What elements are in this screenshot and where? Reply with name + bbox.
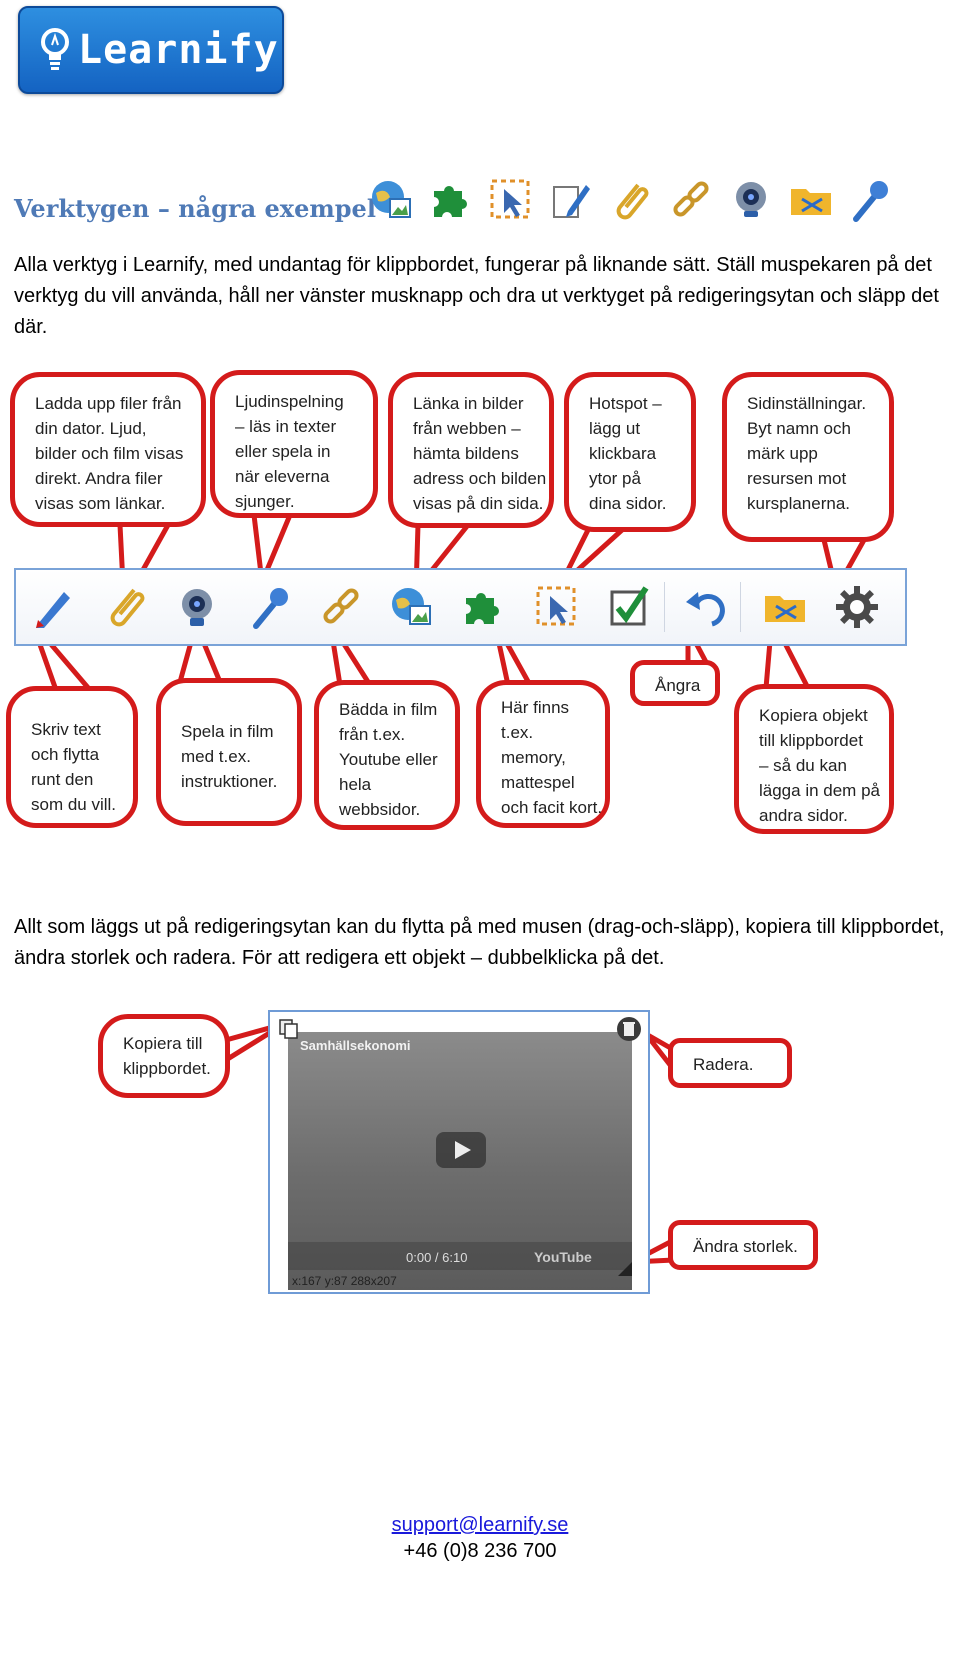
copy-to-clipboard-icon[interactable] [278, 1018, 300, 1040]
play-button[interactable] [436, 1132, 486, 1168]
trash-icon[interactable] [616, 1016, 642, 1042]
toolbar-divider [664, 582, 665, 632]
page-heading: Verktygen – några exempel [14, 194, 376, 223]
object-coordinates: x:167 y:87 288x207 [292, 1274, 397, 1288]
callout-upload: Ladda upp filer från din dator. Ljud, bi… [10, 372, 206, 527]
callout-write-text: Skriv text och flytta runt den som du vi… [6, 686, 138, 828]
drag-drop-paragraph: Allt som läggs ut på redigeringsytan kan… [14, 916, 945, 969]
select-area-icon [490, 179, 530, 219]
web-image-tool-icon[interactable] [388, 584, 434, 630]
webcam-icon [736, 182, 766, 217]
video-object-demo: Samhällsekonomi 0:00 / 6:10 YouTube x:16… [268, 1010, 650, 1294]
hotspot-tool-icon[interactable] [534, 584, 580, 630]
microphone-tool-icon[interactable] [248, 584, 294, 630]
tool-icon-row [368, 174, 894, 226]
gear-icon[interactable] [834, 584, 880, 630]
callout-hotspot: Hotspot – lägg ut klickbara ytor på dina… [564, 372, 696, 532]
toolbar-divider [740, 582, 741, 632]
callout-link-images: Länka in bilder från webben – hämta bild… [388, 372, 554, 528]
callout-record-film: Spela in film med t.ex. instruktioner. [156, 678, 302, 826]
video-title: Samhällsekonomi [300, 1038, 411, 1053]
callout-resize: Ändra storlek. [668, 1220, 818, 1270]
undo-icon[interactable] [682, 584, 728, 630]
link-tool-icon[interactable] [318, 584, 364, 630]
logo-text: Learnify [78, 27, 279, 73]
callout-clipboard: Kopiera objekt till klippbordet – så du … [734, 684, 894, 834]
microphone-icon [853, 181, 888, 222]
checkbox-tool-icon[interactable] [606, 584, 652, 630]
globe-image-icon [372, 181, 411, 218]
puzzle-tool-icon[interactable] [460, 584, 506, 630]
resize-handle-icon[interactable] [616, 1260, 634, 1278]
learnify-logo: Learnify [18, 6, 284, 94]
video-time: 0:00 / 6:10 [406, 1250, 468, 1265]
paperclip-icon [616, 183, 649, 220]
lightbulb-icon [40, 27, 70, 73]
callout-delete: Radera. [668, 1038, 792, 1088]
callout-settings: Sidinställningar. Byt namn och märk upp … [722, 372, 894, 542]
clipboard-tool-icon[interactable] [762, 584, 808, 630]
callout-games: Här finns t.ex. memory, mattespel och fa… [476, 680, 610, 828]
footer-email[interactable]: support@learnify.se [0, 1514, 960, 1537]
editor-toolbar [14, 568, 907, 646]
footer-phone: +46 (0)8 236 700 [403, 1540, 557, 1562]
paperclip-tool-icon[interactable] [104, 584, 150, 630]
pen-icon [553, 185, 590, 218]
link-chain-icon [673, 181, 709, 217]
callout-copy: Kopiera till klippbordet. [98, 1014, 230, 1098]
youtube-logo: YouTube [534, 1249, 592, 1265]
email-link[interactable]: support@learnify.se [391, 1514, 569, 1536]
webcam-tool-icon[interactable] [174, 584, 220, 630]
callout-embed-film: Bädda in film från t.ex. Youtube eller h… [314, 680, 460, 830]
callout-audio-recording: Ljudinspelning – läs in texter eller spe… [210, 370, 378, 518]
pen-tool-icon[interactable] [30, 584, 76, 630]
folder-scissors-icon [791, 189, 831, 215]
callout-undo: Ångra [630, 660, 720, 706]
video-player[interactable]: Samhällsekonomi 0:00 / 6:10 YouTube x:16… [288, 1032, 632, 1290]
intro-paragraph: Alla verktyg i Learnify, med undantag fö… [14, 254, 939, 338]
video-controls-bar [288, 1242, 632, 1270]
puzzle-icon [434, 186, 467, 217]
